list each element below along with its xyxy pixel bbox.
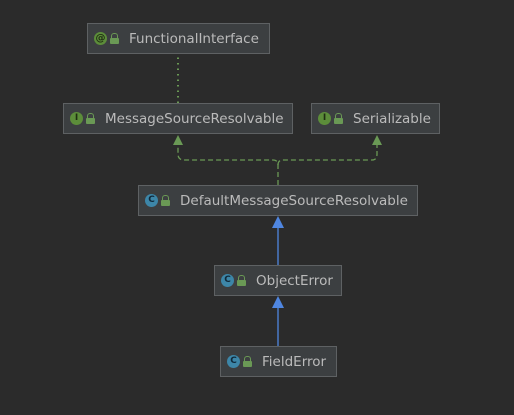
arrowhead-objecterror xyxy=(272,296,284,308)
node-label: Serializable xyxy=(353,110,431,127)
arrowhead-serializable xyxy=(372,135,382,145)
node-object-error[interactable]: C ObjectError xyxy=(214,265,342,296)
node-label: MessageSourceResolvable xyxy=(105,110,284,127)
class-icon: C xyxy=(221,274,234,287)
public-lock-icon xyxy=(86,113,95,124)
node-label: FunctionalInterface xyxy=(129,30,259,47)
node-default-message-source-resolvable[interactable]: C DefaultMessageSourceResolvable xyxy=(138,185,418,216)
edge-dmsr-to-msr xyxy=(177,141,279,185)
interface-icon: I xyxy=(318,112,331,125)
node-serializable[interactable]: I Serializable xyxy=(311,103,440,134)
public-lock-icon xyxy=(110,33,119,44)
node-label: DefaultMessageSourceResolvable xyxy=(180,192,408,209)
public-lock-icon xyxy=(334,113,343,124)
node-functional-interface[interactable]: @ FunctionalInterface xyxy=(87,23,270,54)
node-label: ObjectError xyxy=(256,272,333,289)
annotation-icon: @ xyxy=(94,32,107,45)
node-label: FieldError xyxy=(262,353,327,370)
arrowhead-msr xyxy=(173,135,183,145)
node-field-error[interactable]: C FieldError xyxy=(220,346,337,377)
public-lock-icon xyxy=(243,356,252,367)
class-icon: C xyxy=(227,355,240,368)
class-icon: C xyxy=(145,194,158,207)
arrowhead-dmsr xyxy=(272,216,284,228)
node-message-source-resolvable[interactable]: I MessageSourceResolvable xyxy=(63,103,293,134)
public-lock-icon xyxy=(237,275,246,286)
interface-icon: I xyxy=(70,112,83,125)
edge-dmsr-to-serializable xyxy=(277,141,378,166)
public-lock-icon xyxy=(161,195,170,206)
